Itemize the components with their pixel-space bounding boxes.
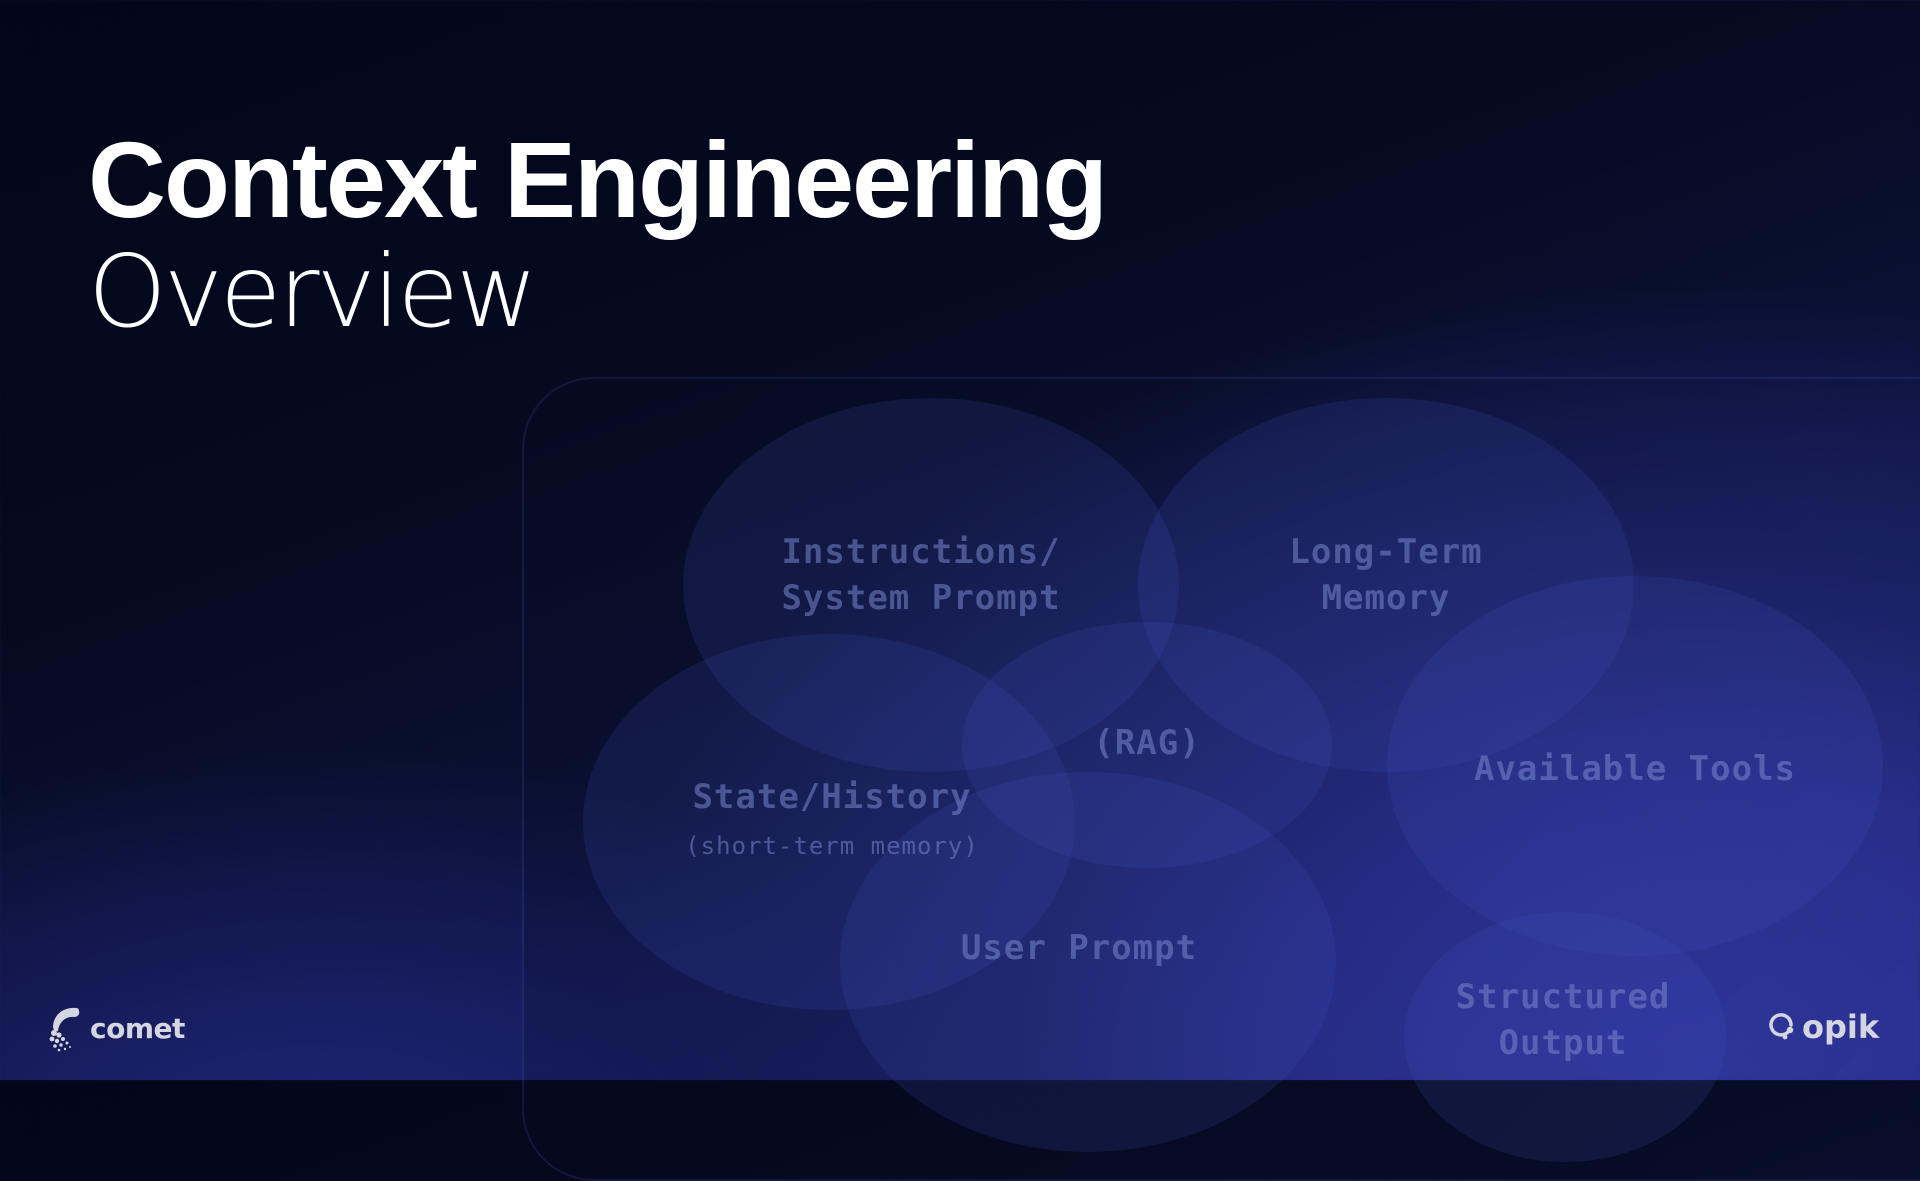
label-rag: (RAG)	[1093, 720, 1200, 766]
label-line: Structured	[1455, 977, 1671, 1017]
label-line: Available Tools	[1473, 749, 1797, 789]
label-line: User Prompt	[960, 928, 1198, 968]
slide-subtitle: Overview	[88, 233, 538, 350]
label-long-term-memory: Long-Term Memory	[1289, 529, 1482, 621]
comet-logo-text: comet	[90, 1011, 185, 1045]
context-venn-diagram: Instructions/ System Prompt Long-Term Me…	[583, 398, 1883, 1162]
bubble-state-history	[583, 634, 1075, 1010]
opik-logo: opik	[1766, 1008, 1879, 1046]
label-structured-output: Structured Output	[1456, 974, 1671, 1066]
bubble-instructions	[683, 398, 1179, 772]
label-line: System Prompt	[781, 578, 1061, 618]
label-line: State/History	[692, 777, 972, 817]
label-line: Long-Term	[1289, 532, 1483, 572]
label-available-tools: Available Tools	[1474, 746, 1796, 792]
opik-logo-text: opik	[1802, 1008, 1880, 1046]
title-block: Context Engineering Overview	[88, 119, 1108, 350]
bubble-available-tools	[1387, 576, 1883, 956]
label-line: Memory	[1321, 578, 1451, 618]
bubble-rag	[962, 622, 1332, 868]
diagram-panel	[522, 377, 1920, 1181]
label-user-prompt: User Prompt	[961, 925, 1197, 971]
comet-logo: comet	[46, 1004, 185, 1052]
comet-icon	[49, 1007, 80, 1052]
label-state-history: State/History (short-term memory)	[685, 774, 979, 866]
label-instructions: Instructions/ System Prompt	[781, 529, 1060, 621]
label-line: Instructions/	[781, 532, 1061, 572]
label-sublabel: (short-term memory)	[685, 832, 979, 860]
label-line: (RAG)	[1093, 723, 1201, 763]
label-line: Output	[1498, 1023, 1628, 1063]
slide-title: Context Engineering	[88, 119, 1108, 240]
opik-icon	[1769, 1013, 1794, 1040]
bubble-long-term-memory	[1138, 398, 1634, 772]
